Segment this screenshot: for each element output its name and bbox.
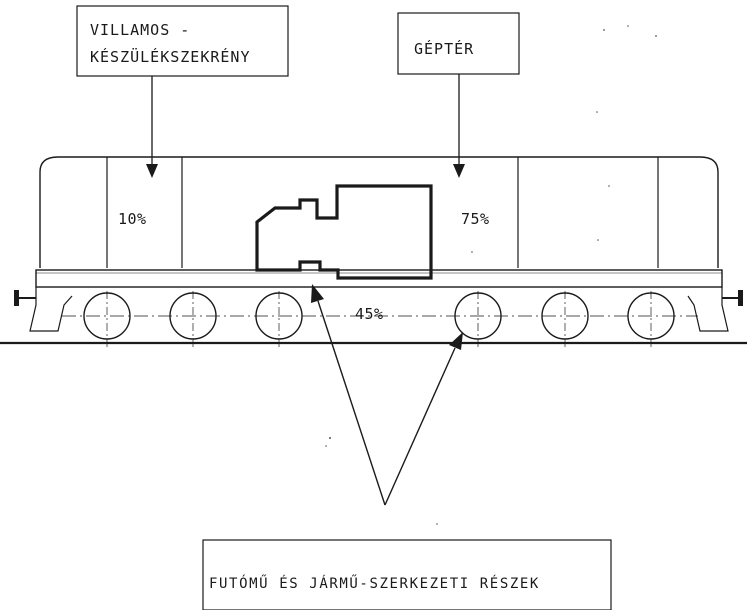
electrical-cabinet-arrow: [146, 76, 158, 178]
running-gear-label: FUTÓMŰ ÉS JÁRMŰ-SZERKEZETI RÉSZEK: [209, 574, 540, 592]
engine-room-percentage: 75%: [461, 210, 490, 228]
wheel-4: [454, 291, 502, 350]
electrical-cabinet-label-box: VILLAMOS - KÉSZÜLÉKSZEKRÉNY: [76, 5, 289, 77]
wheel-1: [83, 291, 131, 350]
electrical-cabinet-percentage: 10%: [118, 210, 147, 228]
running-gear-arrows: [311, 284, 463, 506]
right-buffer: [722, 290, 743, 306]
wheel-2: [169, 291, 217, 350]
engine-room-arrow: [453, 74, 465, 178]
left-buffer: [14, 290, 36, 306]
scan-speckles: [325, 25, 657, 525]
engine-outline: [255, 184, 433, 280]
right-pilot: [687, 287, 729, 332]
underframe: [35, 269, 723, 288]
engine-room-label-box: GÉPTÉR: [397, 12, 520, 75]
wheel-3: [255, 291, 303, 350]
engine-room-label: GÉPTÉR: [414, 39, 474, 58]
wheel-5: [541, 291, 589, 350]
electrical-cabinet-label-line1: VILLAMOS -: [90, 21, 190, 39]
running-gear-percentage: 45%: [355, 305, 384, 323]
wheel-6: [627, 291, 675, 350]
running-gear-label-box: FUTÓMŰ ÉS JÁRMŰ-SZERKEZETI RÉSZEK: [202, 539, 612, 610]
locomotive-body: [39, 156, 719, 268]
electrical-cabinet-label-line2: KÉSZÜLÉKSZEKRÉNY: [90, 47, 251, 66]
left-pilot: [29, 287, 73, 332]
